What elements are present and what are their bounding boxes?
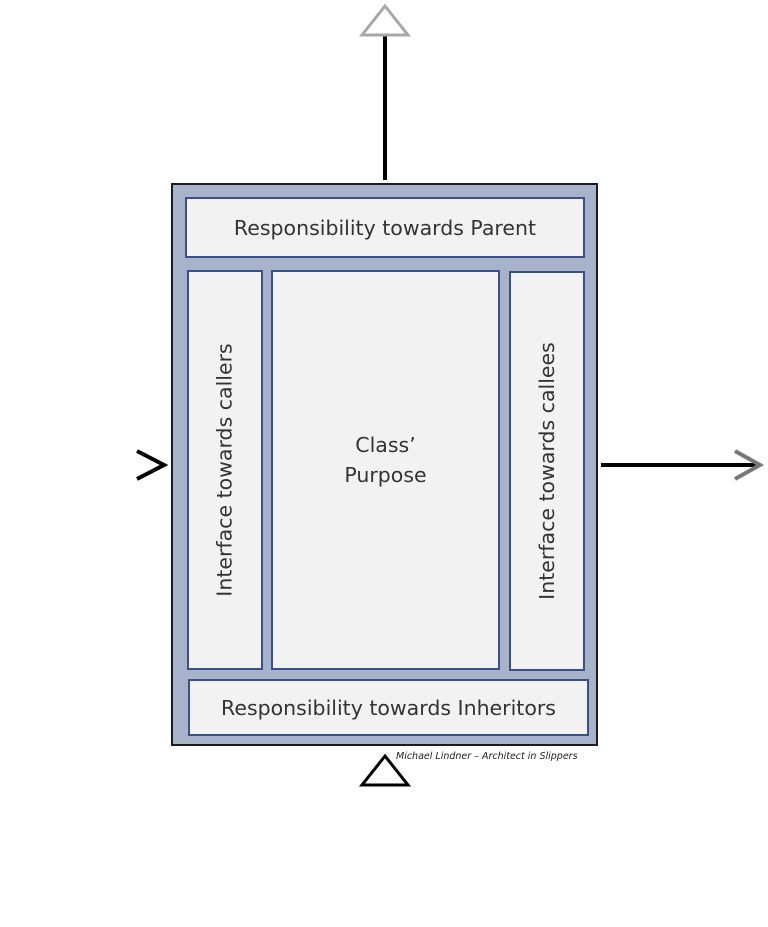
- panel-inheritors-responsibility: Responsibility towards Inheritors: [188, 679, 589, 736]
- panel-class-purpose: Class’ Purpose: [271, 270, 500, 670]
- arrow-head-icon: [734, 449, 765, 481]
- arrow-from-inheritors: [358, 753, 412, 922]
- panel-callers-interface: Interface towards callers: [187, 270, 263, 670]
- arrow-from-callers: [5, 449, 169, 481]
- arrow-head-icon: [136, 449, 169, 481]
- arrow-to-callees: [601, 449, 765, 481]
- panel-callees-label: Interface towards callees: [535, 342, 559, 600]
- panel-inheritors-label: Responsibility towards Inheritors: [221, 695, 556, 720]
- arrow-to-parent: [358, 3, 412, 180]
- inheritance-triangle-icon: [358, 753, 412, 787]
- panel-parent-responsibility: Responsibility towards Parent: [185, 197, 585, 258]
- author-credit: Michael Lindner – Architect in Slippers: [396, 751, 578, 762]
- panel-callers-label: Interface towards callers: [213, 343, 237, 597]
- inheritance-triangle-icon: [358, 3, 412, 37]
- panel-callees-interface: Interface towards callees: [509, 271, 585, 671]
- class-purpose-line2: Purpose: [344, 463, 427, 487]
- class-purpose-line1: Class’: [355, 433, 416, 457]
- class-box: Responsibility towards Parent Interface …: [171, 183, 598, 746]
- class-purpose-label: Class’ Purpose: [273, 430, 498, 490]
- panel-parent-label: Responsibility towards Parent: [233, 215, 537, 240]
